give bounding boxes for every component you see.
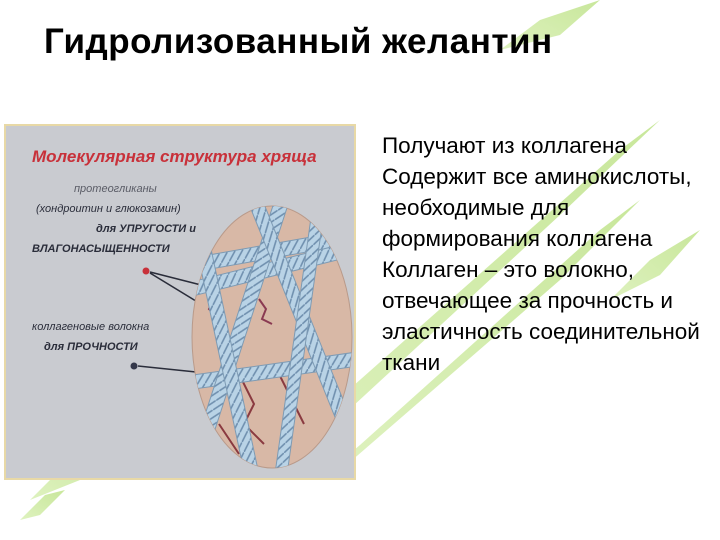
proteoglycans-marker <box>142 267 150 275</box>
collagen-marker <box>130 362 138 370</box>
bullet-list: Получают из коллагена Содержит все амино… <box>382 130 717 378</box>
collagen-pointer <box>137 365 197 373</box>
cartilage-structure-figure: Молекулярная структура хряща протеоглика… <box>4 124 356 480</box>
proteoglycans-label: протеогликаны <box>74 183 157 195</box>
figure-heading: Молекулярная структура хряща <box>32 147 317 166</box>
elasticity-label: для УПРУГОСТИ и <box>96 223 196 235</box>
bullet-item: Получают из коллагена <box>382 133 627 158</box>
collagen-fibers-label: коллагеновые волокна <box>32 321 149 333</box>
strength-label: для ПРОЧНОСТИ <box>44 341 139 353</box>
bullet-item: Содержит все аминокислоты, необходимые д… <box>382 164 692 251</box>
proteoglycans-composition-label: (хондроитин и глюкозамин) <box>36 203 181 215</box>
slide-title: Гидролизованный желантин <box>44 22 553 61</box>
moisture-label: ВЛАГОНАСЫЩЕННОСТИ <box>32 243 171 255</box>
bullet-item: Коллаген – это волокно, отвечающее за пр… <box>382 257 700 375</box>
